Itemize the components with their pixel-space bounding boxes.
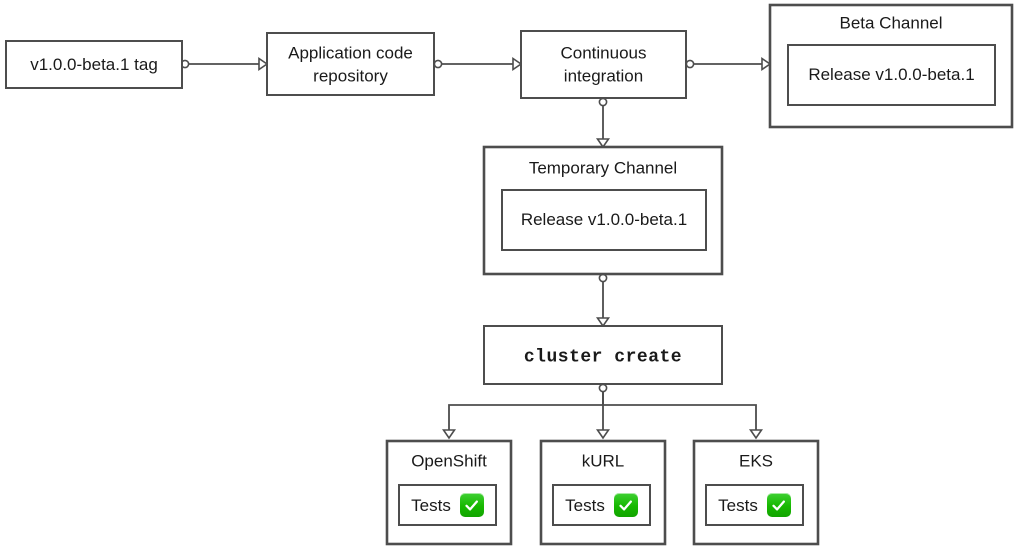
- node-version-tag-label: v1.0.0-beta.1 tag: [30, 55, 158, 74]
- node-cluster-create[interactable]: cluster create: [483, 325, 723, 385]
- node-temporary-channel-release-box[interactable]: [501, 189, 707, 251]
- node-application-code-repository-label-line2: repository: [313, 66, 388, 85]
- node-openshift-title: OpenShift: [411, 451, 487, 470]
- edge-temporary-channel-to-cluster-create: [595, 273, 611, 328]
- node-beta-channel-title: Beta Channel: [839, 13, 942, 32]
- node-version-tag[interactable]: v1.0.0-beta.1 tag: [5, 40, 183, 89]
- node-beta-channel-release-label: Release v1.0.0-beta.1: [808, 65, 974, 84]
- node-eks-title: EKS: [739, 451, 773, 470]
- edge-cluster-create-to-eks: [602, 391, 764, 440]
- node-temporary-channel-release-label: Release v1.0.0-beta.1: [521, 210, 687, 229]
- node-kurl-tests-box[interactable]: [552, 484, 651, 526]
- node-kurl-title: kURL: [582, 451, 625, 470]
- node-beta-channel[interactable]: Beta Channel Release v1.0.0-beta.1: [768, 3, 1014, 129]
- edge-ci-to-beta-channel: [685, 56, 772, 72]
- node-kurl[interactable]: kURL: [539, 439, 667, 546]
- node-openshift[interactable]: OpenShift: [385, 439, 513, 546]
- node-application-code-repository-label-line1: Application code: [288, 43, 413, 62]
- edge-repo-to-ci: [433, 56, 523, 72]
- node-continuous-integration[interactable]: Continuous integration: [520, 30, 687, 99]
- node-openshift-tests-box[interactable]: [398, 484, 497, 526]
- edge-cluster-create-to-openshift: [441, 391, 604, 440]
- edge-ci-to-temporary-channel: [595, 97, 611, 149]
- node-application-code-repository[interactable]: Application code repository: [266, 32, 435, 96]
- node-continuous-integration-label-line2: integration: [564, 66, 643, 85]
- node-cluster-create-label: cluster create: [524, 347, 682, 367]
- node-beta-channel-release-box[interactable]: [787, 44, 996, 106]
- edge-tag-to-repo: [180, 56, 269, 72]
- node-eks[interactable]: EKS: [692, 439, 820, 546]
- node-temporary-channel[interactable]: Temporary Channel Release v1.0.0-beta.1: [482, 145, 724, 276]
- node-temporary-channel-title: Temporary Channel: [529, 158, 677, 177]
- cluster-create-source-dot: [598, 383, 608, 393]
- node-eks-tests-box[interactable]: [705, 484, 804, 526]
- node-continuous-integration-label-line1: Continuous: [560, 43, 646, 62]
